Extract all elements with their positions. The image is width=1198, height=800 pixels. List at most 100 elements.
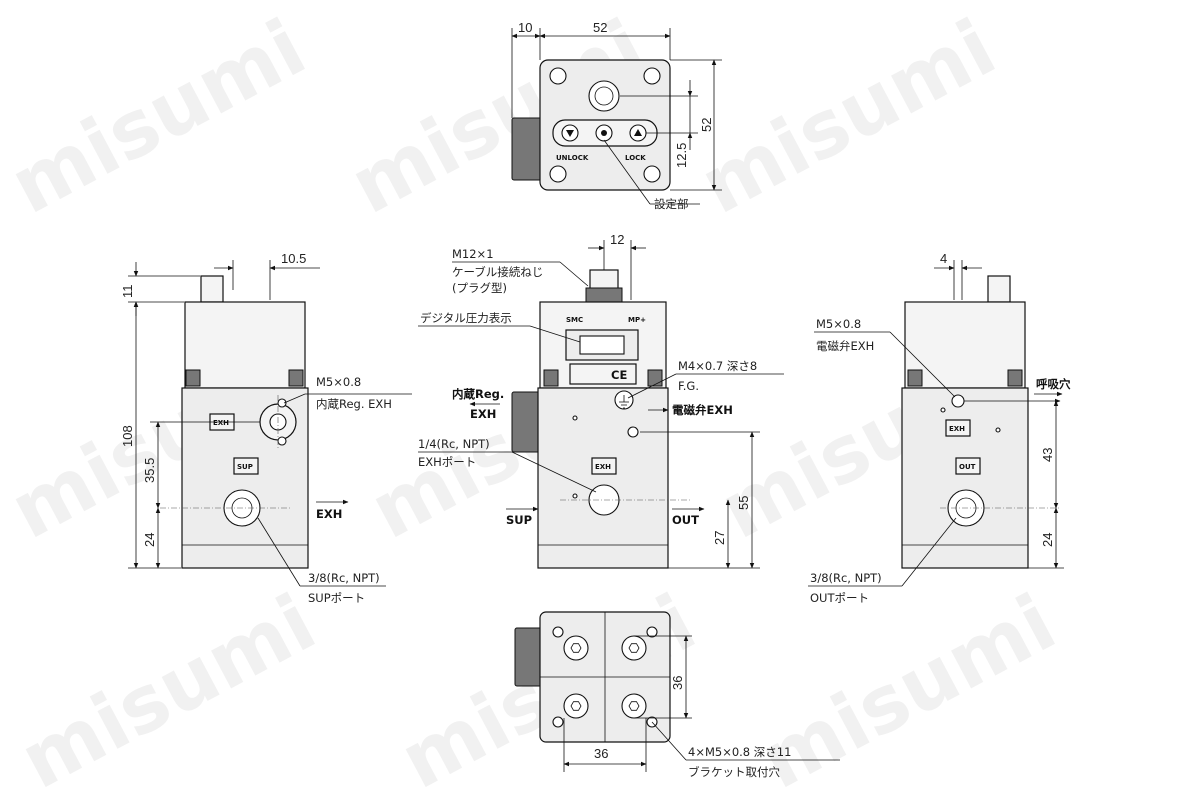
- dim-27: 27: [712, 531, 727, 545]
- callout-solenoid-exh: 電磁弁EXH: [816, 339, 874, 353]
- out-box-label: OUT: [959, 463, 976, 471]
- dim-52-width: 52: [593, 20, 607, 35]
- callout-fg: F.G.: [678, 379, 699, 393]
- callout-display: デジタル圧力表示: [420, 311, 512, 325]
- screw-hole: [552, 626, 564, 638]
- dim-11: 11: [120, 285, 135, 299]
- top-view: UNLOCK LOCK 10 52 52 12.5 設定部: [511, 20, 722, 211]
- corner-screw: [643, 67, 661, 85]
- callout-port-size: 3/8(Rc, NPT): [308, 571, 380, 585]
- solenoid-exh-hole: [627, 426, 639, 438]
- sup-box: [233, 457, 259, 475]
- right-view-connector: [987, 275, 1011, 303]
- up-triangle-icon: [634, 129, 642, 136]
- screw-hole: [552, 716, 564, 728]
- dim-108: 108: [120, 425, 135, 447]
- dim-24: 24: [142, 533, 157, 547]
- callout-m5: M5×0.8: [316, 375, 361, 389]
- exh-box-front: [591, 457, 617, 475]
- watermark-text: misumi: [0, 3, 320, 232]
- small-mark: [572, 493, 578, 499]
- front-view: SMC MP+ CE EXH 12 M12×1 ケーブル接続ねじ (プラグ型): [418, 232, 784, 569]
- bracket-hole: [621, 635, 647, 661]
- left-view-bracket: [185, 369, 201, 387]
- small-mark: [995, 427, 1001, 433]
- connector-inner: [594, 86, 614, 106]
- arrow-solenoid-exh: 電磁弁EXH: [672, 403, 733, 417]
- front-view-lower-body: [537, 387, 669, 569]
- callout-quarter: 1/4(Rc, NPT): [418, 437, 490, 451]
- small-mark: [940, 407, 946, 413]
- bottom-view-side-port: [514, 627, 544, 687]
- right-view: EXH OUT 4 M5×0.8 電磁弁EXH 呼吸穴 43 24 3/8(Rc…: [808, 251, 1071, 605]
- dim-55: 55: [736, 496, 751, 510]
- screw-hole: [646, 626, 658, 638]
- dim-36-horizontal: 36: [594, 746, 608, 761]
- corner-screw: [549, 165, 567, 183]
- arrow-sup: SUP: [506, 513, 532, 527]
- watermark-text: misumi: [7, 578, 330, 800]
- down-triangle-icon: [566, 130, 574, 137]
- callout-internal-exh: 内蔵Reg. EXH: [316, 397, 392, 411]
- connector-circle: [588, 80, 620, 112]
- callout-setting: 設定部: [654, 197, 689, 211]
- hex-socket-icon: [570, 643, 582, 653]
- sup-box-label: SUP: [237, 463, 253, 471]
- dim-10-5: 10.5: [281, 251, 306, 266]
- connector-nut: [585, 287, 623, 303]
- dim-43: 43: [1040, 448, 1055, 462]
- right-view-bracket: [907, 369, 923, 387]
- exh-box-front-label: EXH: [595, 463, 611, 471]
- label-exh: EXH: [470, 407, 496, 421]
- right-view-bracket: [1007, 369, 1023, 387]
- label-internal-reg: 内蔵Reg.: [452, 387, 504, 401]
- callout-plug: (プラグ型): [452, 281, 507, 295]
- top-view-side-port: [511, 117, 543, 181]
- arrow-out: OUT: [672, 513, 699, 527]
- dim-24-right: 24: [1040, 533, 1055, 547]
- bracket-hole: [563, 635, 589, 661]
- dim-35-5: 35.5: [142, 458, 157, 483]
- hex-socket-icon: [628, 643, 640, 653]
- front-view-bracket: [647, 369, 663, 387]
- bottom-view: 36 36 4×M5×0.8 深さ11 ブラケット取付穴: [514, 611, 840, 779]
- label-plate: [569, 363, 637, 385]
- logo-text: SMC: [566, 316, 583, 324]
- small-mark: [572, 415, 578, 421]
- callout-exh-port: EXHポート: [418, 455, 476, 469]
- hex-socket-icon: [570, 701, 582, 711]
- front-view-bracket: [543, 369, 559, 387]
- arrow-breather: 呼吸穴: [1036, 377, 1071, 391]
- dim-52-height: 52: [699, 118, 714, 132]
- bracket-hole: [563, 693, 589, 719]
- callout-m5-right: M5×0.8: [816, 317, 861, 331]
- front-view-side-port: [511, 391, 541, 453]
- callout-port-size-right: 3/8(Rc, NPT): [810, 571, 882, 585]
- dim-10: 10: [518, 20, 532, 35]
- callout-sup-port: SUPポート: [308, 591, 365, 605]
- display-screen: [579, 335, 625, 355]
- ground-icon: [619, 395, 629, 409]
- exh-box-right: [945, 419, 971, 437]
- ce-mark: CE: [611, 368, 627, 382]
- callout-bracket-hole: ブラケット取付穴: [688, 765, 780, 779]
- callout-m12: M12×1: [452, 247, 494, 261]
- corner-screw: [549, 67, 567, 85]
- right-view-lower-body: [901, 387, 1029, 569]
- callout-m4: M4×0.7 深さ8: [678, 359, 757, 373]
- callout-cable: ケーブル接続ねじ: [452, 265, 543, 279]
- watermark-text: misumi: [687, 3, 1010, 232]
- arrow-exh-label: EXH: [316, 507, 342, 521]
- corner-screw: [643, 165, 661, 183]
- center-dot-icon: [601, 130, 607, 136]
- hex-socket-icon: [628, 701, 640, 711]
- callout-bracket-screw: 4×M5×0.8 深さ11: [688, 745, 791, 759]
- left-view-bracket: [288, 369, 304, 387]
- exh-box-label: EXH: [213, 419, 229, 427]
- small-hole: [277, 436, 287, 446]
- dim-36-vertical: 36: [670, 676, 685, 690]
- out-box: [955, 457, 981, 475]
- callout-out-port: OUTポート: [810, 591, 869, 605]
